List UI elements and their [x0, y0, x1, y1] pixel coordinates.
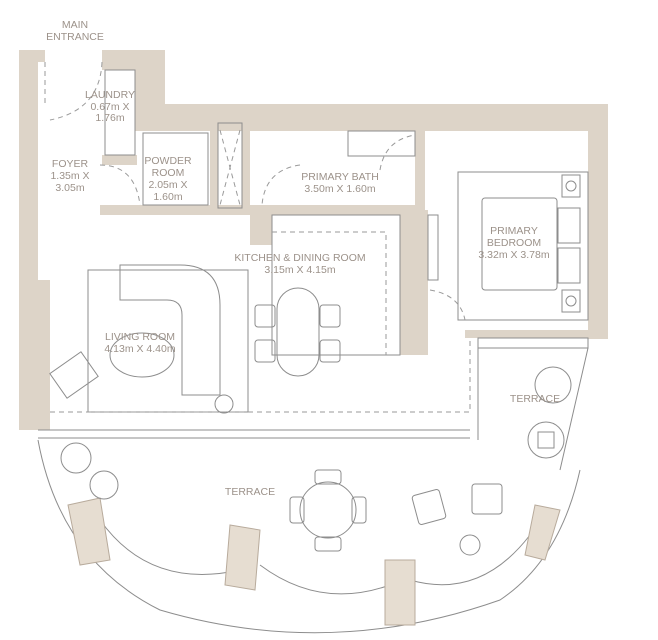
powder-room-label: POWDER [144, 155, 192, 167]
kitchen-dining-size: 3.15m X 4.15m [264, 264, 335, 276]
primary-bedroom-size: 3.32m X 3.78m [478, 249, 549, 261]
interior-lines [38, 61, 589, 471]
terrace-side-label: TERRACE [510, 393, 560, 405]
terrace-label: TERRACE [225, 486, 275, 498]
entrance-label: MAIN [62, 19, 88, 31]
labels: MAIN ENTRANCE LAUNDRY 0.67m X 1.76m FOYE… [46, 19, 560, 498]
living-room-label: LIVING ROOM [105, 331, 175, 343]
kitchen-dining-label: KITCHEN & DINING ROOM [234, 252, 365, 264]
primary-bedroom-label: PRIMARY [490, 225, 538, 237]
powder-room-size: 1.60m [153, 191, 182, 203]
foyer-size: 3.05m [55, 182, 84, 194]
powder-room-label: ROOM [152, 167, 185, 179]
laundry-label: LAUNDRY [85, 89, 135, 101]
primary-bedroom-label: BEDROOM [487, 237, 541, 249]
foyer-size: 1.35m X [50, 170, 89, 182]
primary-bath-label: PRIMARY BATH [301, 171, 379, 183]
primary-bath-size: 3.50m X 1.60m [304, 183, 375, 195]
powder-room-size: 2.05m X [148, 179, 187, 191]
laundry-size: 1.76m [95, 112, 124, 124]
terrace-outline [37, 366, 581, 634]
walls [19, 50, 608, 430]
foyer-label: FOYER [52, 158, 89, 170]
entrance-label: ENTRANCE [46, 31, 104, 43]
laundry-size: 0.67m X [90, 101, 129, 113]
living-room-size: 4.13m X 4.40m [104, 343, 175, 355]
